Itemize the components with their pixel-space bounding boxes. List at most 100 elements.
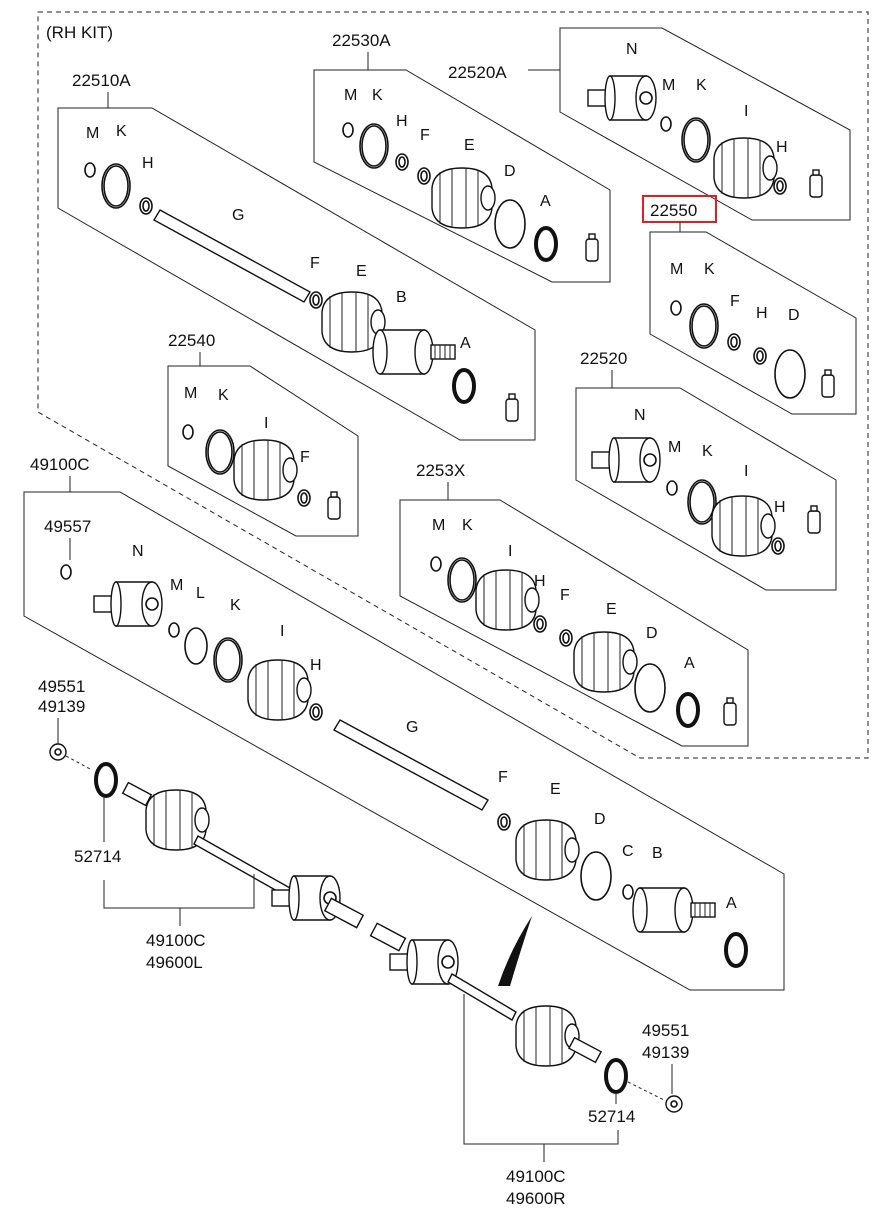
letter-H: H bbox=[776, 139, 788, 156]
clip-part bbox=[559, 629, 573, 647]
tone-ring-part bbox=[94, 762, 118, 798]
letter-K: K bbox=[704, 261, 715, 278]
axle-part bbox=[447, 973, 517, 1021]
shaft-part bbox=[153, 209, 311, 303]
clip-part bbox=[417, 167, 431, 185]
tripod-joint-part bbox=[587, 75, 657, 121]
letter-M: M bbox=[344, 87, 357, 104]
letter-F: F bbox=[498, 769, 508, 786]
boot-part bbox=[515, 819, 580, 881]
letter-F: F bbox=[310, 255, 320, 272]
letter-L: L bbox=[196, 585, 205, 602]
boot-band-part bbox=[213, 637, 243, 683]
cv-joint-part bbox=[372, 329, 456, 375]
boot-band-part bbox=[689, 303, 719, 349]
group-code: 49100C bbox=[30, 455, 90, 474]
boot-part bbox=[247, 659, 312, 721]
letter-K: K bbox=[372, 87, 383, 104]
group-code: 2253X bbox=[416, 461, 465, 480]
letter-D: D bbox=[504, 163, 516, 180]
letter-H: H bbox=[534, 573, 546, 590]
group-code: 22540 bbox=[168, 331, 215, 350]
boot-part bbox=[711, 495, 776, 557]
letter-B: B bbox=[652, 845, 663, 862]
outer-boot-part bbox=[515, 1005, 580, 1067]
letter-K: K bbox=[702, 443, 713, 460]
group-code: 22510A bbox=[72, 71, 131, 90]
letter-C: C bbox=[622, 843, 634, 860]
letter-N: N bbox=[132, 543, 144, 560]
group-2253X: 2253X M K I H F E D A bbox=[399, 461, 749, 747]
letter-E: E bbox=[550, 781, 561, 798]
rh-kit-frame bbox=[37, 11, 869, 759]
clip-part bbox=[395, 153, 409, 171]
boot-part bbox=[475, 569, 540, 631]
grease-tube-part bbox=[821, 369, 835, 398]
clip-part bbox=[753, 347, 767, 365]
letter-K: K bbox=[116, 123, 127, 140]
axle-part bbox=[193, 835, 291, 897]
letter-B: B bbox=[396, 289, 407, 306]
shaft-part bbox=[333, 719, 489, 811]
circlip-part bbox=[666, 480, 678, 496]
letter-A: A bbox=[684, 655, 695, 672]
right-ring-code: 52714 bbox=[588, 1107, 635, 1126]
letter-G: G bbox=[232, 207, 244, 224]
circlip-part bbox=[60, 564, 72, 580]
clip-part bbox=[297, 489, 311, 507]
letter-H: H bbox=[396, 113, 408, 130]
boot-band-part bbox=[101, 163, 131, 209]
boot-band-part bbox=[359, 123, 389, 169]
tripod-joint-part bbox=[591, 437, 661, 483]
letter-D: D bbox=[646, 625, 658, 642]
tone-ring-part bbox=[676, 692, 700, 728]
hub-nut-part bbox=[49, 743, 67, 761]
right-nut-code-2: 49139 bbox=[642, 1043, 689, 1062]
circlip-part bbox=[622, 884, 634, 900]
letter-F: F bbox=[300, 449, 310, 466]
letter-M: M bbox=[184, 385, 197, 402]
band-part bbox=[634, 663, 666, 713]
clip-part bbox=[497, 813, 511, 831]
group-22520A: 22520A N M K I H bbox=[448, 27, 851, 221]
letter-M: M bbox=[670, 261, 683, 278]
clip-part bbox=[309, 703, 323, 721]
left-nut-code-2: 49139 bbox=[38, 697, 85, 716]
left-ring-code: 52714 bbox=[74, 847, 121, 866]
letter-H: H bbox=[142, 155, 154, 172]
group-code: 22520 bbox=[580, 349, 627, 368]
circlip-part bbox=[342, 122, 354, 138]
letter-K: K bbox=[696, 77, 707, 94]
boot-band-part bbox=[205, 429, 235, 475]
cv-joint-part bbox=[632, 887, 716, 933]
left-shaft-assembly: 49551 49139 52714 49100C 49600L bbox=[38, 677, 365, 972]
band-part bbox=[774, 349, 806, 399]
tone-ring-part bbox=[724, 932, 748, 968]
grease-tube-part bbox=[723, 697, 737, 726]
grease-tube-part bbox=[505, 393, 519, 422]
letter-G: G bbox=[406, 719, 418, 736]
circlip-part bbox=[182, 424, 194, 440]
tone-ring-part bbox=[534, 226, 558, 262]
tone-ring-part bbox=[604, 1058, 628, 1094]
group-code: 22520A bbox=[448, 63, 507, 82]
circlip-part bbox=[430, 556, 442, 572]
boot-part bbox=[713, 137, 778, 199]
left-nut-code-1: 49551 bbox=[38, 677, 85, 696]
right-shaft-code-1: 49100C bbox=[506, 1167, 566, 1186]
left-shaft-code-2: 49600L bbox=[146, 953, 203, 972]
letter-D: D bbox=[788, 307, 800, 324]
grease-tube-part bbox=[807, 505, 821, 534]
letter-F: F bbox=[730, 293, 740, 310]
letter-K: K bbox=[230, 597, 241, 614]
letter-H: H bbox=[774, 499, 786, 516]
letter-I: I bbox=[744, 103, 748, 120]
group-22520: 22520 N M K I H bbox=[575, 349, 837, 591]
letter-N: N bbox=[626, 41, 638, 58]
letter-N: N bbox=[634, 407, 646, 424]
letter-A: A bbox=[460, 335, 471, 352]
group-22550: 22550 M K F H D bbox=[642, 195, 857, 415]
clip-part bbox=[727, 333, 741, 351]
circlip-part bbox=[670, 300, 682, 316]
clip-part bbox=[773, 177, 787, 195]
